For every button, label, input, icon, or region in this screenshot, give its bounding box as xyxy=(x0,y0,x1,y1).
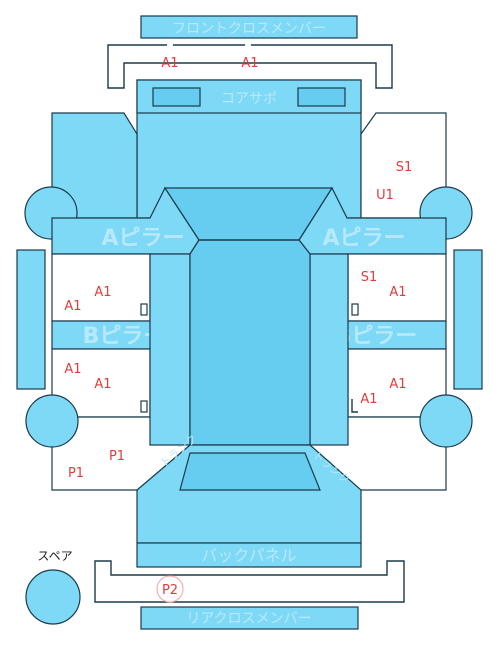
code-right-front-door-a: A1 xyxy=(389,285,406,300)
code-front-right-fender-s: S1 xyxy=(396,160,413,175)
left-front-door[interactable] xyxy=(51,253,151,322)
rear-bumper-frame[interactable] xyxy=(94,560,405,603)
rear-cross-member-label: リアクロスメンバー xyxy=(186,611,311,627)
right-side-sill[interactable] xyxy=(453,249,483,390)
right-rear-door-handle xyxy=(351,399,358,413)
code-right-rear-door-lower: A1 xyxy=(360,392,377,407)
right-front-door-handle xyxy=(351,303,359,316)
code-left-front-door-lower: A1 xyxy=(64,299,81,314)
left-inner-pillar[interactable] xyxy=(149,253,191,446)
headlight-right xyxy=(297,87,346,107)
code-right-front-door-s: S1 xyxy=(361,270,378,285)
code-front-cross-left: A1 xyxy=(161,56,178,71)
code-rear-cross: P2 xyxy=(162,583,178,598)
a-pillar-left-label: Aピラー xyxy=(101,226,184,251)
a-pillar-right-label: Aピラー xyxy=(322,226,405,251)
code-left-front-door-upper: A1 xyxy=(94,285,111,300)
back-panel-label: バックパネル xyxy=(201,546,296,565)
front-cross-member-panel[interactable] xyxy=(140,15,358,39)
code-front-right-fender-u: U1 xyxy=(376,188,394,203)
code-left-quarter-lower: P1 xyxy=(68,466,84,481)
front-bumper-frame[interactable] xyxy=(107,44,393,89)
headlight-left xyxy=(152,87,201,107)
code-left-rear-door-lower: A1 xyxy=(94,377,111,392)
code-rear-cross-circle xyxy=(156,575,184,603)
bumper-marker-right xyxy=(245,42,251,48)
bumper-marker-left xyxy=(167,42,173,48)
core-support-label: コアサポ xyxy=(221,91,277,107)
left-front-door-handle xyxy=(140,303,148,316)
left-side-sill[interactable] xyxy=(16,249,46,390)
right-inner-pillar[interactable] xyxy=(309,253,349,446)
rear-right-wheel[interactable] xyxy=(419,394,473,448)
rear-left-wheel[interactable] xyxy=(25,394,79,448)
code-front-cross-right: A1 xyxy=(241,56,258,71)
code-right-rear-door-upper: A1 xyxy=(389,377,406,392)
front-cross-member-label: フロントクロスメンバー xyxy=(172,21,326,37)
back-panel[interactable] xyxy=(136,542,362,568)
roof-panel[interactable] xyxy=(163,187,334,446)
left-rear-door-handle xyxy=(140,400,148,413)
rear-window[interactable] xyxy=(179,452,321,491)
code-left-quarter-upper: P1 xyxy=(109,449,125,464)
spare-tire[interactable] xyxy=(25,569,81,625)
spare-label: スペア xyxy=(37,549,72,563)
rear-cross-member-panel[interactable] xyxy=(140,606,359,630)
right-front-door[interactable] xyxy=(347,253,447,322)
code-left-rear-door-upper: A1 xyxy=(64,362,81,377)
